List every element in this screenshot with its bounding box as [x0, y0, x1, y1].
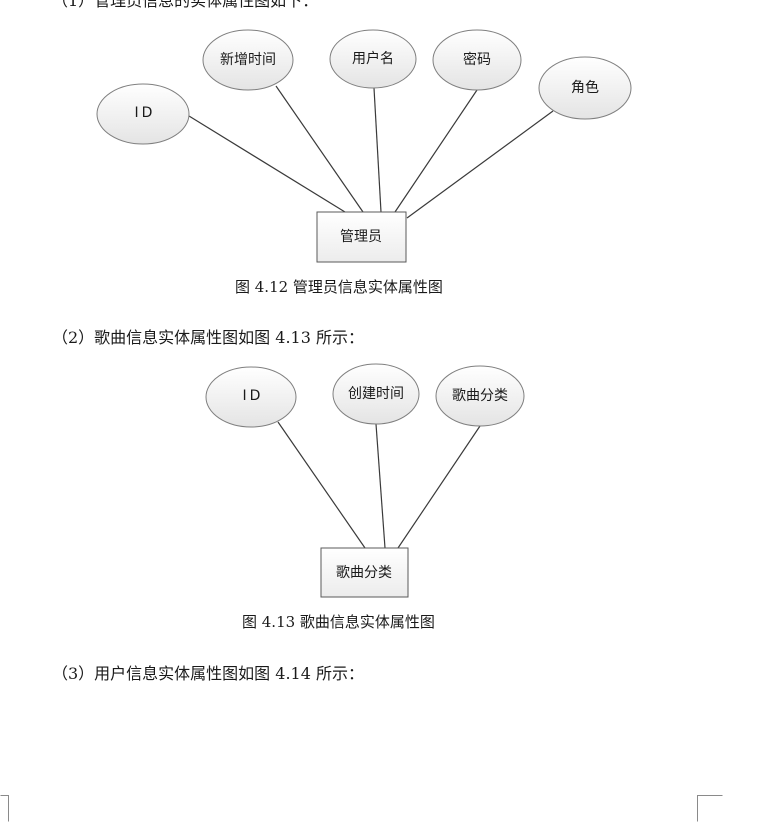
attribute-admin-password: 密码	[432, 29, 522, 91]
link-admin-username	[373, 87, 382, 213]
page-corner-marks	[0, 795, 723, 822]
intro-paragraph: （1）管理员信息的实体属性图如下：	[52, 0, 319, 10]
link-admin-role	[406, 110, 554, 219]
attribute-song-category: 歌曲分类	[435, 365, 525, 427]
attribute-label: 创建时间	[348, 386, 404, 402]
attribute-label: 密码	[463, 51, 491, 68]
link-song-id	[277, 421, 366, 549]
attribute-label: ID	[243, 388, 264, 404]
entity-label: 管理员	[340, 229, 382, 245]
paragraph-user-info: （3）用户信息实体属性图如图 4.14 所示：	[52, 664, 364, 683]
attribute-label: 用户名	[352, 50, 394, 67]
page-corner-right	[697, 795, 723, 822]
figure-caption-4-13: 图 4.13 歌曲信息实体属性图	[242, 613, 435, 631]
attribute-label: 角色	[571, 79, 599, 96]
link-song-created-time	[375, 423, 386, 549]
link-song-category	[397, 425, 481, 549]
link-admin-id	[188, 115, 346, 213]
attribute-admin-username: 用户名	[329, 29, 417, 89]
page-corner-left	[0, 795, 9, 822]
attribute-label: 新增时间	[220, 52, 276, 68]
attribute-label: ID	[135, 105, 156, 121]
entity-admin: 管理员	[316, 211, 407, 263]
entity-label: 歌曲分类	[336, 565, 392, 581]
entity-song-category: 歌曲分类	[320, 547, 409, 598]
attribute-admin-id: ID	[96, 83, 190, 145]
figure-caption-4-12: 图 4.12 管理员信息实体属性图	[235, 278, 443, 296]
attribute-song-id: ID	[205, 366, 297, 428]
figure-admin-entity-diagram: ID 新增时间 用户名 密码 角色 管理员	[96, 29, 632, 263]
attribute-admin-role: 角色	[538, 56, 632, 120]
link-admin-password	[394, 89, 478, 213]
figure-song-category-entity-diagram: ID 创建时间 歌曲分类 歌曲分类	[205, 363, 525, 598]
attribute-label: 歌曲分类	[452, 388, 508, 404]
attribute-song-created-time: 创建时间	[332, 363, 420, 425]
link-admin-created-time	[275, 85, 364, 213]
attribute-admin-created-time: 新增时间	[202, 29, 294, 91]
paragraph-song-info: （2）歌曲信息实体属性图如图 4.13 所示：	[52, 328, 364, 347]
